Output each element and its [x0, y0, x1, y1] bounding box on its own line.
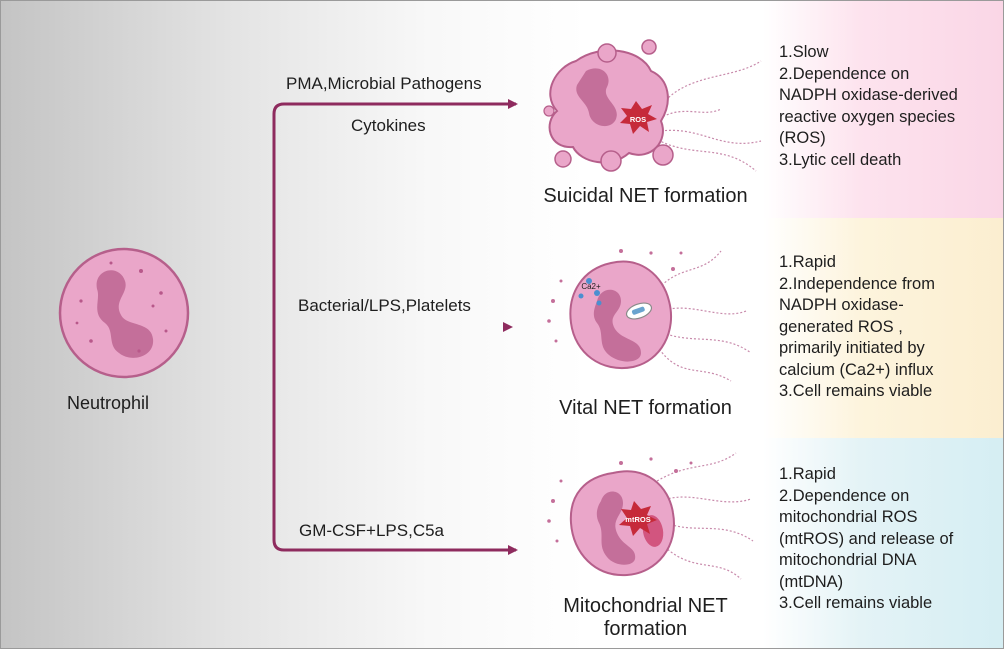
ros-marker-label: ROS [630, 115, 646, 124]
feature-line: generated ROS , [779, 317, 903, 336]
feature-line: NADPH oxidase-derived [779, 86, 958, 104]
mito-cell-nucleus [596, 491, 636, 565]
mtros-marker-label: mtROS [625, 515, 650, 524]
vital-net-title: Vital NET formation [559, 397, 732, 419]
stimulus-label-1a: PMA,Microbial Pathogens [286, 74, 482, 93]
feature-line: 1.Rapid [779, 253, 836, 271]
mito-net-title-line1: Mitochondrial NET [563, 595, 728, 617]
vital-net-cell: Ca2+ [547, 249, 752, 382]
feature-line: 2.Independence from [779, 274, 935, 293]
mito-feature-list: 1.Rapid 2.Dependence on mitochondrial RO… [779, 464, 953, 615]
feature-line: 2.Dependence on [779, 486, 910, 505]
feature-line: 3.Cell remains viable [779, 594, 933, 612]
vital-feature-list: 1.Rapid 2.Independence from NADPH oxidas… [779, 252, 935, 403]
feature-line: 1.Slow [779, 43, 829, 61]
pink-note-background [763, 1, 1003, 218]
feature-line: (mtROS) and release of [779, 529, 954, 548]
vital-net-fibers [655, 250, 752, 382]
stimulus-label-1b: Cytokines [351, 116, 426, 135]
neutrophil-membrane [58, 247, 190, 379]
feature-line: 2.Dependence on [779, 64, 910, 83]
feature-line: reactive oxygen species [779, 107, 956, 126]
feature-line: 3.Cell remains viable [779, 382, 933, 400]
calcium-ions-icon [578, 278, 602, 306]
ros-burst-icon [620, 101, 657, 134]
vital-cell-body [569, 260, 673, 370]
feature-line: 1.Rapid [779, 465, 836, 483]
neutrophil-cell [58, 247, 190, 379]
stimulus-label-3: GM-CSF+LPS,C5a [299, 521, 445, 540]
pathway-arrows [189, 99, 518, 555]
feature-line: (mtDNA) [779, 572, 844, 591]
calcium-marker-label: Ca2+ [581, 282, 601, 291]
suicidal-net-cell: ROS [543, 39, 762, 172]
stimulus-label-2: Bacterial/LPS,Platelets [298, 296, 471, 315]
vital-dots [547, 249, 683, 343]
neutrophil-label: Neutrophil [67, 393, 150, 413]
suicidal-net-title: Suicidal NET formation [543, 185, 748, 207]
mito-net-title-line2: formation [603, 618, 688, 640]
mito-net-title: Mitochondrial NET formation [533, 595, 758, 641]
feature-line: primarily initiated by [779, 339, 925, 357]
vital-cell-nucleus [593, 289, 641, 362]
neutrophil-nucleus [96, 270, 154, 358]
blue-note-background [763, 438, 1003, 648]
feature-line: calcium (Ca2+) influx [779, 360, 934, 379]
mito-dots [547, 457, 693, 543]
arrow-branch-vertical [272, 102, 285, 552]
yellow-note-background [763, 218, 1003, 438]
feature-line: mitochondrial ROS [779, 508, 918, 526]
feature-line: 3.Lytic cell death [779, 150, 902, 169]
feature-line: mitochondrial DNA [779, 551, 917, 569]
suicidal-feature-list: 1.Slow 2.Dependence on NADPH oxidase-der… [779, 42, 958, 171]
feature-line: NADPH oxidase- [779, 296, 904, 314]
mtros-burst-icon [619, 501, 657, 536]
feature-line: (ROS) [779, 129, 826, 147]
mito-net-fibers [656, 452, 754, 580]
neutrophil-granules [75, 261, 168, 353]
suicidal-cell-nucleus [576, 68, 617, 127]
mitochondrial-net-cell: mtROS [547, 452, 754, 580]
